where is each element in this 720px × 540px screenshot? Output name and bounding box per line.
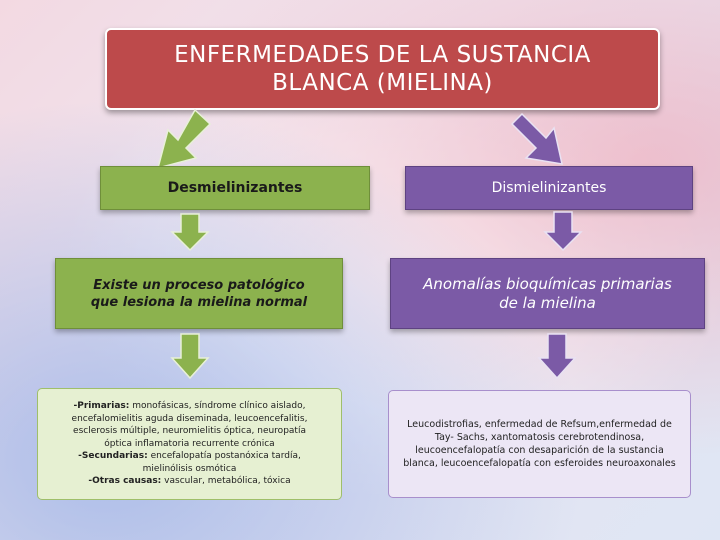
desmielinizantes-details-box: -Primarias: monofásicas, síndrome clínic…	[37, 388, 342, 500]
arrow-right-1	[543, 211, 583, 252]
dismielinizantes-details-box: Leucodistrofias, enfermedad de Refsum,en…	[388, 390, 691, 498]
title-line-2: BLANCA (MIELINA)	[272, 70, 493, 96]
otras-causas-text: vascular, metabólica, tóxica	[161, 476, 291, 487]
otras-causas-line: -Otras causas: vascular, metabólica, tóx…	[88, 475, 290, 488]
primarias-line-3: esclerosis múltiple, neuromielitis óptic…	[73, 426, 306, 437]
dismielinizantes-details-line-2: Tay- Sachs, xantomatosis cerebrotendinos…	[434, 432, 645, 443]
title-line-1: ENFERMEDADES DE LA SUSTANCIA	[174, 42, 591, 68]
desmielinizantes-label: Desmielinizantes	[167, 180, 303, 196]
desmielinizantes-description-box: Existe un proceso patológico que lesiona…	[55, 258, 343, 329]
dismielinizantes-details-line-3: leucoencefalopatía con desaparición de l…	[415, 445, 664, 456]
dismielinizantes-label: Dismielinizantes	[491, 180, 607, 196]
primarias-label: -Primarias:	[73, 401, 130, 412]
dismielinizantes-box: Dismielinizantes	[405, 166, 693, 210]
dismielinizantes-details-line-4: blanca, leucoencefalopatía con esferoide…	[403, 458, 676, 469]
dismielinizantes-description-box: Anomalías bioquímicas primarias de la mi…	[390, 258, 705, 329]
title-box: ENFERMEDADES DE LA SUSTANCIA BLANCA (MIE…	[105, 28, 660, 110]
dismielinizantes-description-line-1: Anomalías bioquímicas primarias	[423, 274, 672, 293]
arrow-left-2	[170, 333, 210, 380]
arrow-title-to-right	[510, 112, 563, 165]
secundarias-line-2: mielinólisis osmótica	[142, 463, 237, 474]
primarias-line-4: óptica inflamatoria recurrente crónica	[104, 438, 275, 449]
primarias-line-1: -Primarias: monofásicas, síndrome clínic…	[73, 400, 305, 413]
primarias-line-2: encefalomielitis aguda diseminada, leuco…	[71, 413, 308, 424]
dismielinizantes-description-line-2: de la mielina	[499, 293, 596, 312]
otras-causas-label: -Otras causas:	[88, 476, 162, 487]
secundarias-line-1: -Secundarias: encefalopatía postanóxica …	[78, 450, 301, 463]
arrow-right-2	[537, 333, 577, 380]
arrow-left-1	[170, 213, 210, 252]
arrow-title-to-left	[156, 108, 212, 170]
secundarias-label: -Secundarias:	[78, 451, 148, 462]
dismielinizantes-details-line-1: Leucodistrofias, enfermedad de Refsum,en…	[407, 419, 672, 430]
primarias-text-1: monofásicas, síndrome clínico aislado,	[129, 401, 306, 412]
desmielinizantes-description-line-1: Existe un proceso patológico	[93, 277, 305, 293]
secundarias-text-1: encefalopatía postanóxica tardía,	[147, 451, 301, 462]
desmielinizantes-description-line-2: que lesiona la mielina normal	[90, 294, 308, 310]
desmielinizantes-box: Desmielinizantes	[100, 166, 370, 210]
